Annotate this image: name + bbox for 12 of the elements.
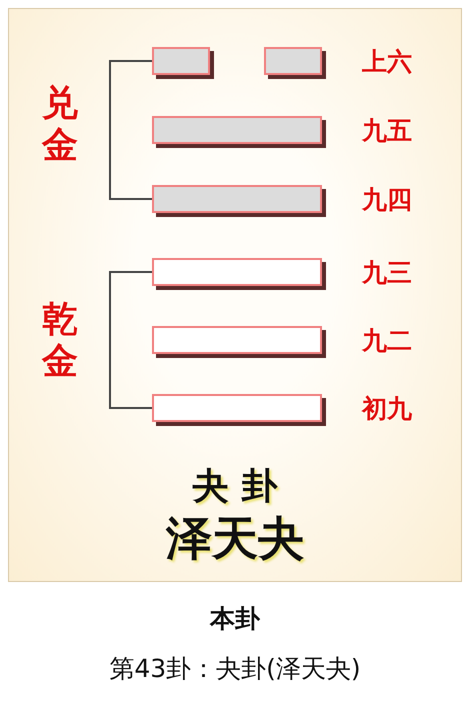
caption: 第43卦：夬卦(泽天夬) [109,653,361,685]
line-position-label: 初九 [362,393,412,425]
hexagram-full-name: 泽天夬 [166,510,304,567]
line-position-label: 九二 [362,325,412,357]
heading: 本卦 [210,603,260,635]
hexagram-name: 夬 卦 [192,464,278,509]
trigram-label: 乾金 [40,298,79,382]
line-position-label: 九三 [362,257,412,289]
line-position-label: 九五 [362,115,412,147]
trigram-label: 兑金 [40,82,79,166]
line-position-label: 上六 [362,46,412,78]
line-position-label: 九四 [362,184,412,216]
